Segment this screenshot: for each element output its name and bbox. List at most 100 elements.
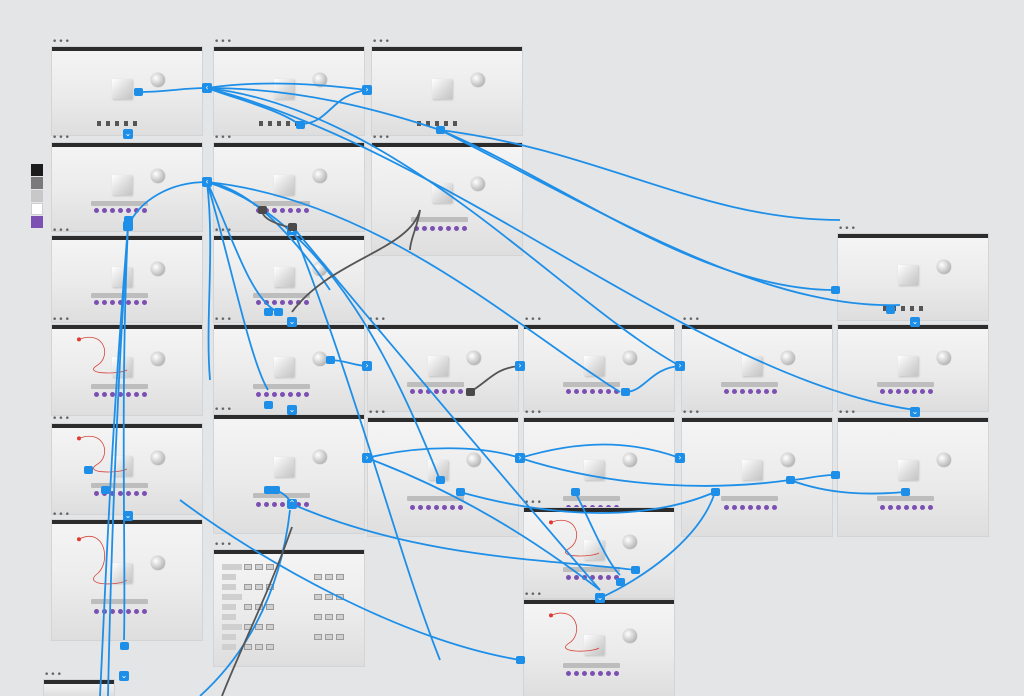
link-endpoint-icon[interactable]: [84, 466, 93, 474]
dial-knob[interactable]: [151, 261, 165, 276]
artboard-menu-icon[interactable]: •••: [214, 315, 233, 325]
option-chip[interactable]: [296, 299, 301, 305]
option-chip[interactable]: [434, 388, 439, 394]
spec-button[interactable]: [255, 604, 263, 610]
spec-button[interactable]: [336, 614, 344, 620]
dial-knob[interactable]: [937, 453, 951, 468]
option-chip[interactable]: [126, 208, 131, 214]
link-endpoint-icon[interactable]: [436, 476, 445, 484]
spec-button[interactable]: [314, 614, 322, 620]
option-chip[interactable]: [304, 502, 309, 508]
option-chip[interactable]: [434, 505, 439, 511]
spec-button[interactable]: [325, 634, 333, 640]
link-endpoint-icon[interactable]: [120, 642, 129, 650]
artboard[interactable]: [682, 325, 832, 411]
artboard[interactable]: [368, 325, 518, 411]
down-link-node-icon[interactable]: ⌄: [123, 511, 133, 521]
option-chip[interactable]: [574, 388, 579, 394]
option-chip[interactable]: [94, 208, 99, 214]
option-chip[interactable]: [614, 671, 619, 677]
dial-knob[interactable]: [151, 451, 165, 465]
artboard-menu-icon[interactable]: •••: [52, 315, 71, 325]
artboard[interactable]: [214, 415, 364, 533]
link-endpoint-dark-icon[interactable]: [466, 388, 475, 396]
dial-knob[interactable]: [623, 350, 637, 365]
artboard-menu-icon[interactable]: •••: [214, 226, 233, 236]
spec-button[interactable]: [255, 644, 263, 650]
option-chip[interactable]: [880, 388, 885, 394]
artboard[interactable]: [372, 47, 522, 135]
link-endpoint-icon[interactable]: [436, 126, 445, 134]
dial-knob[interactable]: [151, 73, 165, 88]
dial-knob[interactable]: [313, 450, 327, 465]
option-chip[interactable]: [118, 208, 123, 214]
option-chip[interactable]: [446, 225, 451, 231]
artboard[interactable]: [44, 680, 114, 696]
dial-knob[interactable]: [313, 73, 327, 88]
spec-button[interactable]: [314, 574, 322, 580]
option-chip[interactable]: [418, 388, 423, 394]
dial-knob[interactable]: [623, 453, 637, 468]
option-chip[interactable]: [410, 505, 415, 511]
option-chip[interactable]: [418, 505, 423, 511]
link-endpoint-icon[interactable]: [264, 401, 273, 409]
option-chip[interactable]: [142, 299, 147, 305]
option-chip[interactable]: [724, 388, 729, 394]
option-chip[interactable]: [614, 388, 619, 394]
link-endpoint-icon[interactable]: [271, 486, 280, 494]
spec-button[interactable]: [336, 594, 344, 600]
option-chip[interactable]: [142, 490, 147, 496]
artboard-menu-icon[interactable]: •••: [44, 670, 63, 680]
option-chip[interactable]: [772, 505, 777, 511]
dial-knob[interactable]: [471, 176, 485, 191]
link-endpoint-icon[interactable]: [616, 578, 625, 586]
link-endpoint-icon[interactable]: [101, 486, 110, 494]
option-chip[interactable]: [912, 505, 917, 511]
option-chip[interactable]: [606, 671, 611, 677]
artboard[interactable]: [52, 236, 202, 322]
artboard-menu-icon[interactable]: •••: [52, 133, 71, 143]
spec-button[interactable]: [244, 564, 252, 570]
option-chip[interactable]: [438, 225, 443, 231]
artboard-menu-icon[interactable]: •••: [838, 224, 857, 234]
option-chip[interactable]: [590, 671, 595, 677]
forward-link-node-icon[interactable]: ›: [362, 361, 372, 371]
artboard[interactable]: [372, 143, 522, 255]
spec-button[interactable]: [266, 624, 274, 630]
down-link-node-icon[interactable]: ⌄: [910, 317, 920, 327]
option-chip[interactable]: [606, 388, 611, 394]
option-chip[interactable]: [272, 391, 277, 397]
option-chip[interactable]: [422, 225, 427, 231]
option-chip[interactable]: [118, 299, 123, 305]
down-link-node-icon[interactable]: ⌄: [123, 129, 133, 139]
option-chip[interactable]: [288, 208, 293, 214]
option-chip[interactable]: [272, 299, 277, 305]
link-endpoint-dark-icon[interactable]: [288, 223, 297, 231]
option-chip[interactable]: [458, 505, 463, 511]
option-chip[interactable]: [740, 388, 745, 394]
option-chip[interactable]: [264, 299, 269, 305]
option-chip[interactable]: [442, 505, 447, 511]
option-chip[interactable]: [764, 388, 769, 394]
spec-button[interactable]: [255, 624, 263, 630]
artboard-menu-icon[interactable]: •••: [214, 540, 233, 550]
option-chip[interactable]: [264, 502, 269, 508]
option-chip[interactable]: [94, 608, 99, 614]
dial-knob[interactable]: [151, 352, 165, 366]
dial-knob[interactable]: [467, 453, 481, 468]
down-link-node-icon[interactable]: ⌄: [910, 407, 920, 417]
option-chip[interactable]: [756, 505, 761, 511]
option-chip[interactable]: [280, 391, 285, 397]
down-link-node-icon[interactable]: ⌄: [287, 317, 297, 327]
artboard[interactable]: [214, 47, 364, 135]
option-chip[interactable]: [904, 505, 909, 511]
color-swatch[interactable]: [31, 177, 43, 189]
down-link-node-icon[interactable]: ⌄: [119, 671, 129, 681]
option-chip[interactable]: [304, 208, 309, 214]
dial-knob[interactable]: [467, 350, 481, 365]
dial-knob[interactable]: [151, 169, 165, 184]
artboard[interactable]: [838, 234, 988, 320]
artboard[interactable]: [214, 325, 364, 415]
option-chip[interactable]: [896, 505, 901, 511]
